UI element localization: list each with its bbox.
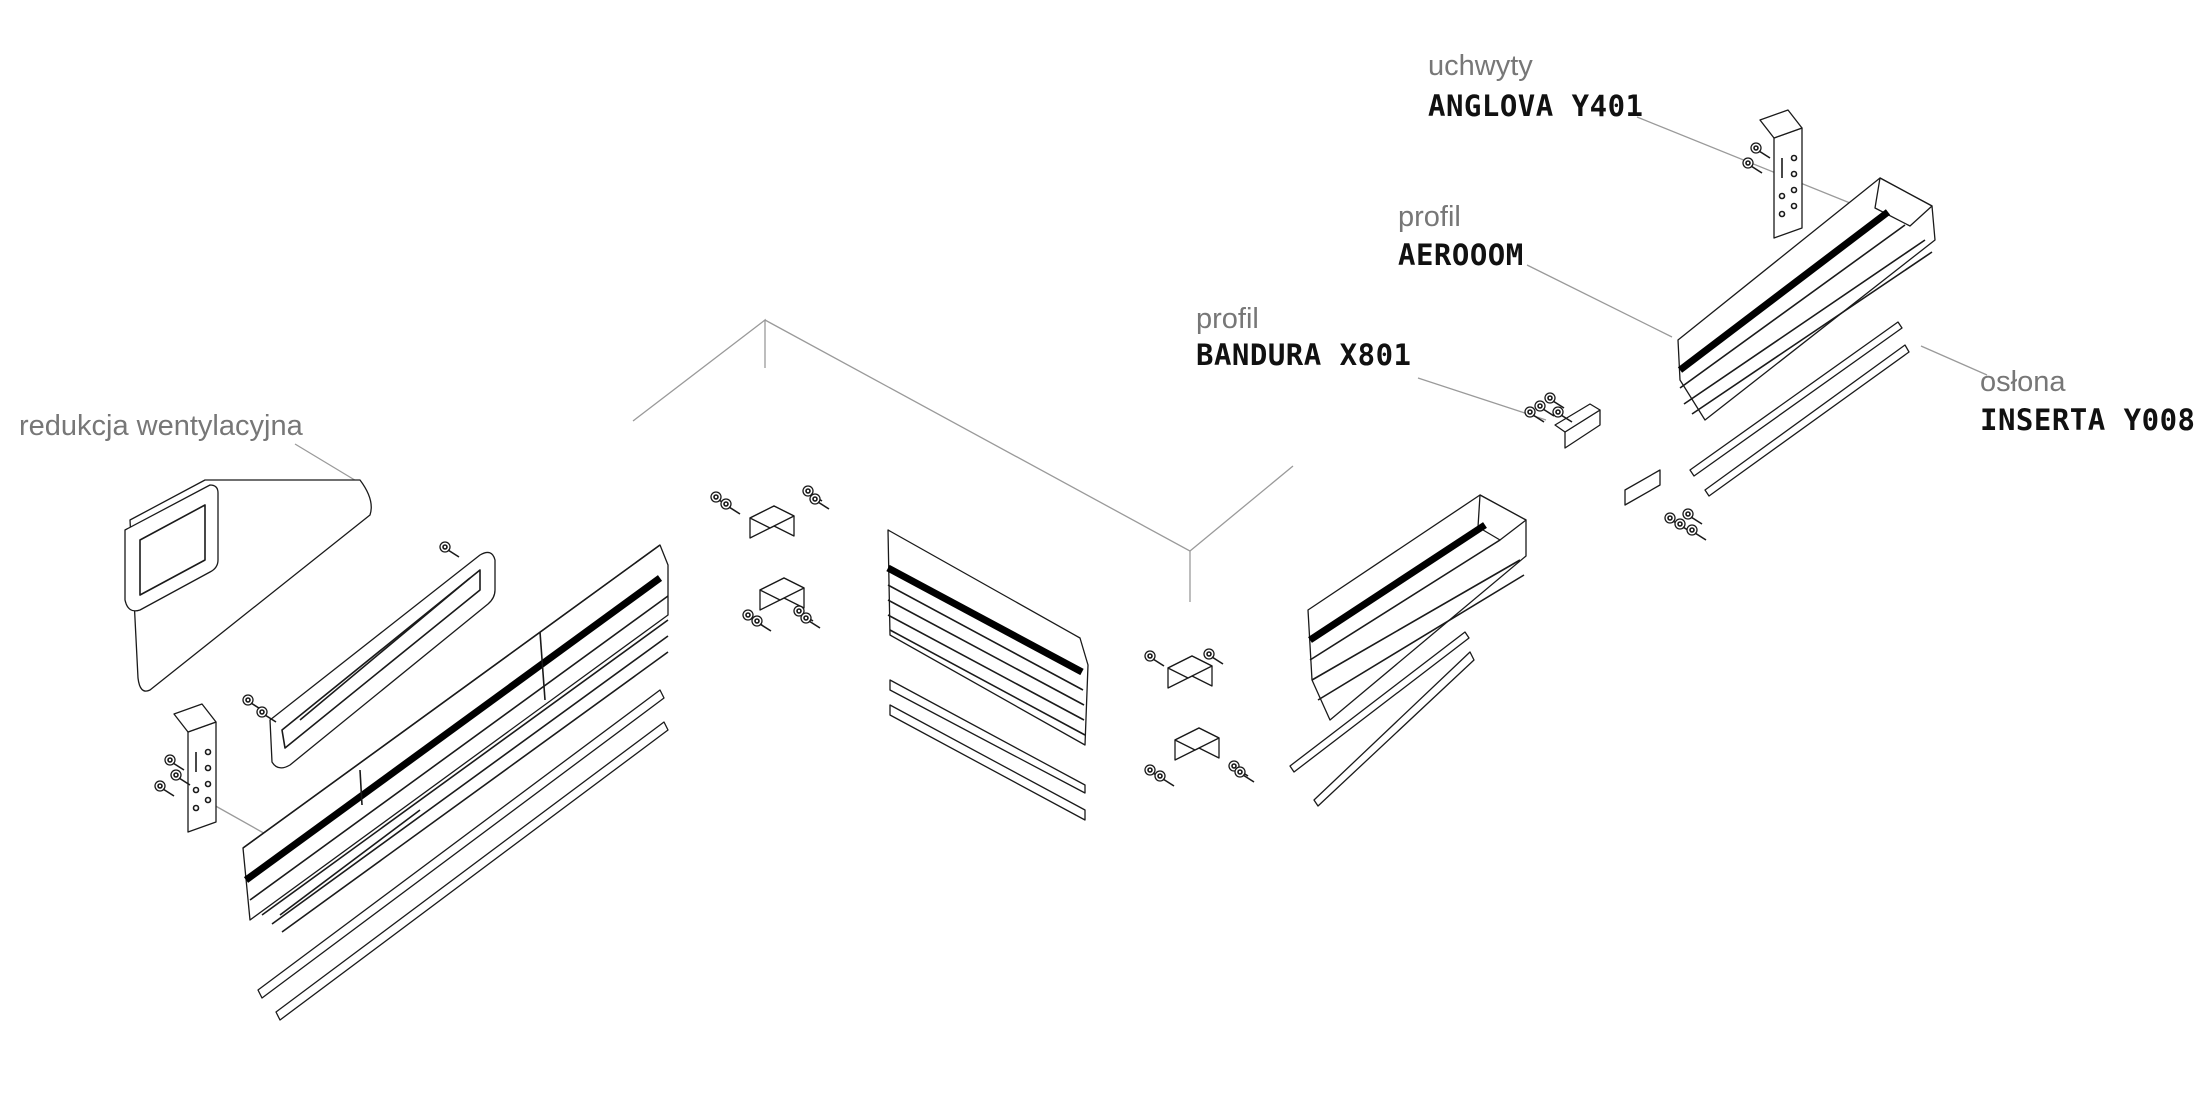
anglova-product-label: ANGLOVA Y401 (1428, 89, 1644, 123)
end-cap-lower (1624, 469, 1707, 541)
inserta-product-label: INSERTA Y008 (1980, 403, 2196, 437)
leader-reduction (294, 443, 364, 486)
center-profile (886, 529, 1089, 821)
corner-clips-left (710, 485, 830, 632)
inserta-category-label: osłona (1980, 366, 2066, 398)
end-cap-upper (1524, 392, 1601, 449)
bandura-profile (1289, 494, 1527, 807)
left-cover-strips (257, 689, 669, 1021)
leader-inserta (1920, 345, 1988, 376)
aerooom-profile (1677, 177, 1936, 497)
left-long-profile (242, 544, 669, 933)
reduction-category-label: redukcja wentylacyjna (19, 410, 303, 442)
anglova-category-label: uchwyty (1428, 50, 1533, 82)
bracket-left-screws (154, 754, 191, 797)
bracket-right (1759, 109, 1803, 239)
ventilation-reduction-part (124, 479, 496, 769)
bandura-product-label: BANDURA X801 (1196, 338, 1412, 372)
corner-guide-lines (632, 318, 1294, 602)
aerooom-category-label: profil (1398, 201, 1461, 233)
aerooom-product-label: AEROOOM (1398, 238, 1524, 272)
bandura-category-label: profil (1196, 303, 1259, 335)
corner-clips-right (1144, 648, 1255, 787)
leader-aerooom (1526, 264, 1673, 338)
